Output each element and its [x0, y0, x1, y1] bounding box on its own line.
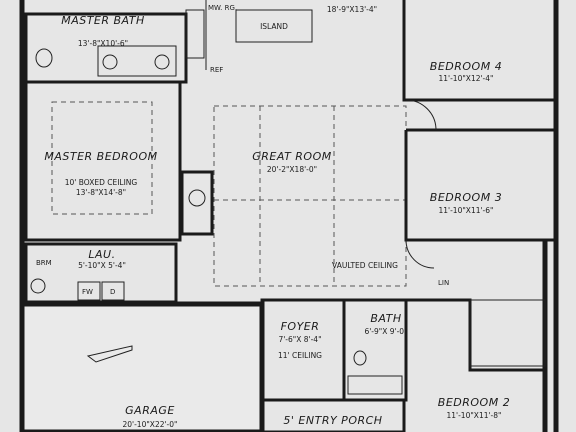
ref-label: REF [210, 66, 223, 74]
door-swing [405, 239, 435, 269]
boxed-ceiling-outline [51, 101, 153, 215]
mw-rg-label: MW. RG. [208, 4, 237, 12]
great-room-title: GREAT ROOM [252, 150, 332, 163]
garage-title: GARAGE [125, 404, 175, 417]
garage-floor [22, 302, 260, 432]
dryer [101, 281, 125, 301]
master-bath-dims: 13'-8"X10'-6" [78, 39, 128, 48]
vanity [97, 45, 177, 77]
fireplace [180, 170, 214, 236]
toilet-icon [35, 48, 53, 68]
brm-label: BRM [36, 259, 52, 267]
foyer-dims: 7'-6"X 8'-4" [278, 335, 321, 344]
great-room-dims: 20'-2"X18'-0" [267, 165, 317, 174]
foyer-title: FOYER [281, 320, 320, 333]
sink-icon [102, 54, 118, 70]
bedroom4-title: BEDROOM 4 [430, 60, 502, 73]
master-bedroom-title: MASTER BEDROOM [44, 150, 157, 163]
garage-dims: 20'-10"X22'-0" [123, 420, 178, 429]
entry-porch [260, 398, 406, 432]
master-bath-title: MASTER BATH [61, 14, 145, 27]
lin-label: LIN [438, 279, 449, 287]
laundry-title: LAU. [88, 248, 115, 261]
bedroom2-dims: 11'-10"X11'-8" [447, 411, 502, 420]
bedroom3-title: BEDROOM 3 [430, 191, 502, 204]
sink-icon [154, 54, 170, 70]
vaulted-ceiling: VAULTED CEILING [332, 261, 398, 270]
laundry-dims: 5'-10"X 5'-4" [78, 261, 126, 270]
entry-porch-title: 5' ENTRY PORCH [283, 414, 382, 427]
fireplace-icon [188, 189, 206, 207]
bedroom2-title: BEDROOM 2 [438, 396, 510, 409]
bedroom4-walls [402, 0, 556, 102]
bedroom4-dims: 11'-10"X12'-4" [439, 74, 494, 83]
d-label: D [110, 288, 115, 296]
water-heater-icon [30, 278, 46, 294]
foyer-ceiling: 11' CEILING [278, 351, 322, 360]
car-arrow-icon [86, 345, 133, 363]
closet [469, 299, 546, 367]
fw-label: FW [82, 288, 93, 296]
island-label: ISLAND [260, 22, 288, 31]
washer [77, 281, 101, 301]
master-bedroom-dims: 13'-8"X14'-8" [76, 188, 126, 197]
door-swing [405, 99, 437, 131]
island-counter [235, 9, 313, 43]
closet-shelf [185, 9, 205, 59]
kitchen-dims: 18'-9"X13'-4" [327, 5, 377, 14]
bedroom3-dims: 11'-10"X11'-6" [439, 206, 494, 215]
toilet-icon [353, 350, 367, 366]
bath-dims: 6'-9"X 9'-0" [364, 327, 407, 336]
master-bedroom-ceiling: 10' BOXED CEILING [65, 178, 138, 187]
bath-title: BATH [370, 312, 401, 325]
bathtub [347, 375, 403, 395]
master-bedroom-walls [24, 80, 182, 242]
